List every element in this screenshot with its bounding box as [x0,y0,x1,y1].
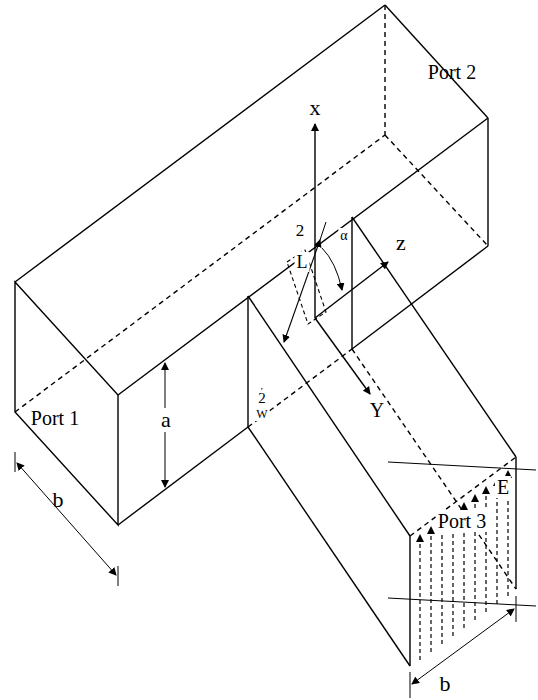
dimension-label: a [159,408,173,432]
dimension-label: 2 [256,390,268,407]
port-label: Port 2 [426,61,478,83]
angle-label: α [338,228,349,244]
axis-label: Y [368,399,386,421]
dimension-label: b [51,488,66,512]
port-label: Port 3 [436,510,488,532]
port-label: Port 1 [29,407,81,429]
dimension-label: 2 [294,221,307,240]
field-label: E [495,476,511,498]
axis-label: z [394,231,408,255]
axis-label: x [308,96,323,120]
dimension-label: W [254,407,269,421]
dimension-label: L [295,252,310,272]
dimension-label: b [438,672,453,696]
